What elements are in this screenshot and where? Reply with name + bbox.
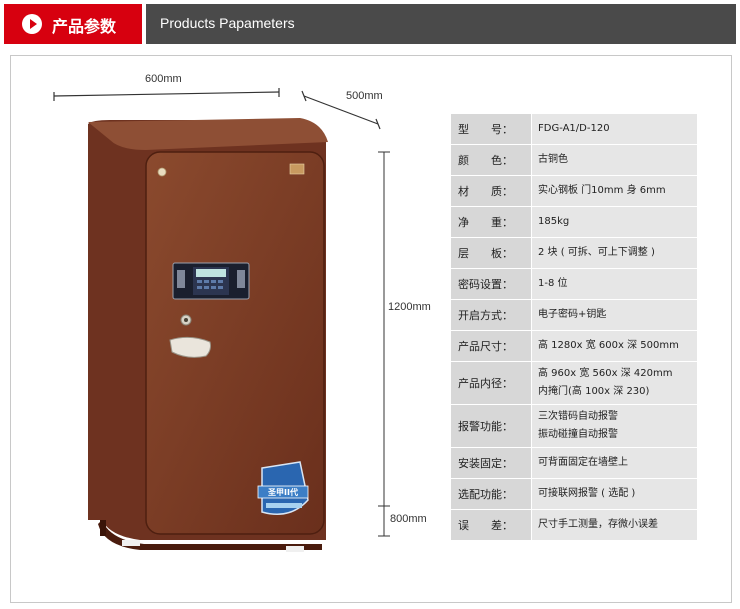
keypad-lock xyxy=(172,262,250,300)
badge-text: 圣甲II代 xyxy=(267,487,298,497)
play-arrow-icon xyxy=(22,14,42,34)
spec-row: 报警功能： 三次错码自动报警振动碰撞自动报警 xyxy=(451,405,697,447)
spec-row: 材 质： 实心钢板 门10mm 身 6mm xyxy=(451,176,697,206)
spec-label: 颜 色： xyxy=(451,145,531,175)
width-label: 600mm xyxy=(145,73,182,85)
header-cn-block: 产品参数 xyxy=(4,4,142,44)
base-label: 800mm xyxy=(390,513,427,525)
shield-badge: 圣甲II代 xyxy=(257,461,309,515)
spec-label: 层 板： xyxy=(451,238,531,268)
depth-label: 500mm xyxy=(346,90,383,102)
spec-value: 高 1280x 宽 600x 深 500mm xyxy=(532,331,697,361)
spec-value: 可背面固定在墙壁上 xyxy=(532,448,697,478)
spec-value: 1-8 位 xyxy=(532,269,697,299)
spec-label: 误 差： xyxy=(451,510,531,540)
door-handle xyxy=(169,336,211,358)
spec-row: 颜 色： 古铜色 xyxy=(451,145,697,175)
spec-table: 型 号： FDG-A1/D-120 颜 色： 古铜色 材 质： 实心钢板 门10… xyxy=(451,114,697,541)
spec-value: 实心钢板 门10mm 身 6mm xyxy=(532,176,697,206)
header-bar: 产品参数 Products Papameters xyxy=(4,4,736,44)
height-label: 1200mm xyxy=(388,301,431,313)
spec-value: 可接联网报警 ( 选配 ) xyxy=(532,479,697,509)
content-frame xyxy=(10,55,732,603)
header-en-title: Products Papameters xyxy=(160,15,295,31)
spec-row: 产品尺寸： 高 1280x 宽 600x 深 500mm xyxy=(451,331,697,361)
spec-row: 净 重： 185kg xyxy=(451,207,697,237)
spec-row: 误 差： 尺寸手工测量，存微小误差 xyxy=(451,510,697,540)
spec-label: 产品内径： xyxy=(451,362,531,404)
logo-emblem xyxy=(157,167,167,177)
spec-label: 选配功能： xyxy=(451,479,531,509)
spec-row: 安装固定： 可背面固定在墙壁上 xyxy=(451,448,697,478)
spec-label: 材 质： xyxy=(451,176,531,206)
brand-tag xyxy=(289,163,305,175)
depth-dimension-line xyxy=(301,90,381,130)
spec-label: 密码设置： xyxy=(451,269,531,299)
spec-row: 密码设置： 1-8 位 xyxy=(451,269,697,299)
spec-label: 开启方式： xyxy=(451,300,531,330)
spec-value: 尺寸手工测量，存微小误差 xyxy=(532,510,697,540)
safe-body xyxy=(88,118,328,552)
spec-value: 2 块 ( 可拆、可上下调整 ) xyxy=(532,238,697,268)
spec-label: 产品尺寸： xyxy=(451,331,531,361)
spec-row: 开启方式： 电子密码+钥匙 xyxy=(451,300,697,330)
height-dimension-line xyxy=(378,151,390,537)
header-separator xyxy=(142,4,146,44)
width-dimension-line xyxy=(53,88,280,101)
spec-row: 层 板： 2 块 ( 可拆、可上下调整 ) xyxy=(451,238,697,268)
spec-row: 型 号： FDG-A1/D-120 xyxy=(451,114,697,144)
spec-row: 选配功能： 可接联网报警 ( 选配 ) xyxy=(451,479,697,509)
spec-label: 型 号： xyxy=(451,114,531,144)
spec-label: 安装固定： xyxy=(451,448,531,478)
spec-label: 净 重： xyxy=(451,207,531,237)
spec-value: FDG-A1/D-120 xyxy=(532,114,697,144)
spec-value: 185kg xyxy=(532,207,697,237)
spec-value: 电子密码+钥匙 xyxy=(532,300,697,330)
spec-value: 三次错码自动报警振动碰撞自动报警 xyxy=(532,405,697,447)
spec-label: 报警功能： xyxy=(451,405,531,447)
header-cn-title: 产品参数 xyxy=(52,17,117,36)
spec-value: 古铜色 xyxy=(532,145,697,175)
